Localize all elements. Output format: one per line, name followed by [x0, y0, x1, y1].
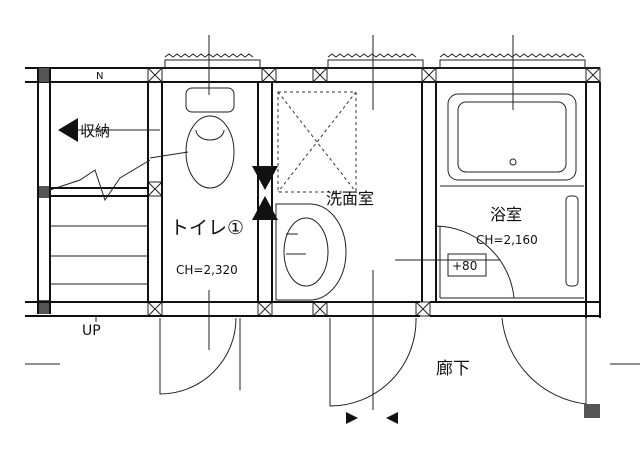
walls	[25, 68, 601, 318]
bathroom-ceiling-height: CH=2,160	[476, 233, 538, 247]
columns	[38, 67, 601, 317]
bathroom: 浴室 CH=2,160 +80	[435, 93, 584, 299]
bathroom-label: 浴室	[490, 205, 522, 224]
stairs-up-label: UP	[82, 323, 101, 339]
corridor-label: 廊下	[436, 359, 470, 379]
corridor: 廊下	[436, 317, 600, 418]
washroom: 洗面室	[252, 91, 417, 424]
toilet-label: トイレ①	[170, 217, 244, 239]
svg-text:N: N	[96, 71, 103, 82]
storage-label: 収納	[80, 122, 110, 140]
toilet-room: トイレ① CH=2,320	[149, 87, 244, 395]
bathroom-step-label: +80	[452, 259, 477, 273]
grid-lines	[25, 35, 640, 410]
step-box	[447, 253, 487, 277]
stairs: UP	[50, 225, 148, 339]
toilet-ceiling-height: CH=2,320	[176, 263, 238, 277]
storage-area: 収納	[49, 118, 160, 202]
washroom-label: 洗面室	[326, 189, 374, 208]
